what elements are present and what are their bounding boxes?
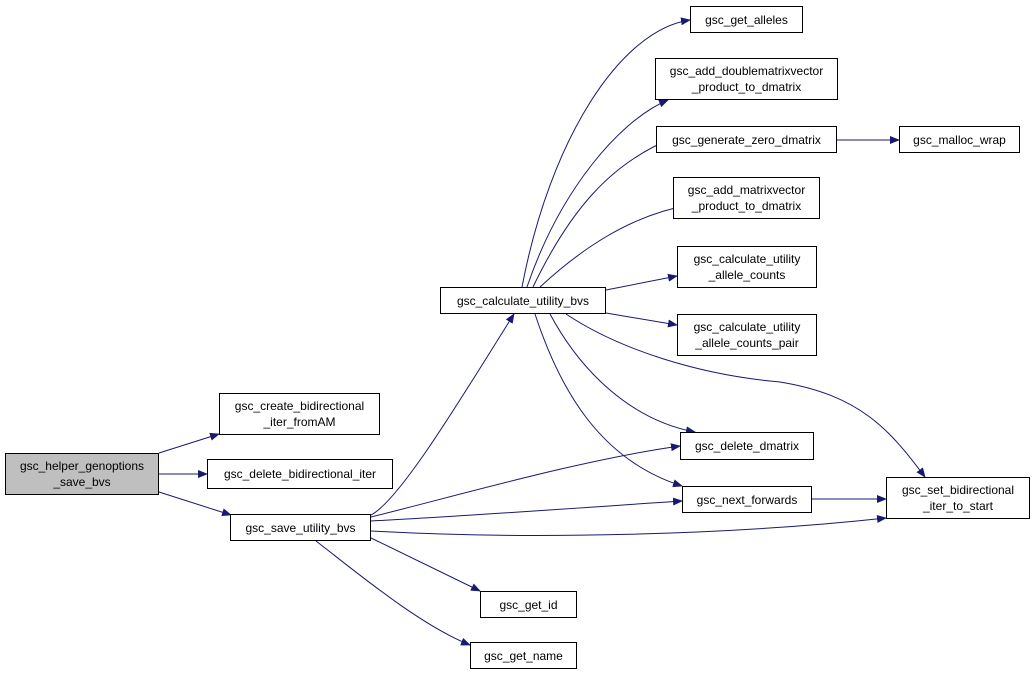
edge-root-to-save_utility bbox=[158, 491, 232, 517]
node-gsc-generate-zero-dmatrix[interactable]: gsc_generate_zero_dmatrix bbox=[656, 126, 837, 153]
node-gsc-get-name[interactable]: gsc_get_name bbox=[470, 642, 577, 669]
edge-save_utility-to-get_id bbox=[370, 537, 481, 592]
node-gsc-add-matrixvector-product-to-dmatrix[interactable]: gsc_add_matrixvector _product_to_dmatrix bbox=[673, 177, 820, 219]
edge-calc_utility-to-gen_zero bbox=[532, 139, 669, 288]
edge-save_utility-to-next_fwd bbox=[370, 497, 683, 522]
edge-save_utility-to-get_name bbox=[315, 540, 471, 646]
node-gsc-helper-genoptions-save-bvs: gsc_helper_genoptions _save_bvs bbox=[5, 453, 159, 495]
node-gsc-add-doublematrixvector-product-to-dmatrix[interactable]: gsc_add_doublematrixvector _product_to_d… bbox=[655, 58, 838, 100]
edge-save_utility-to-delete_dm bbox=[370, 443, 681, 518]
node-gsc-save-utility-bvs[interactable]: gsc_save_utility_bvs bbox=[230, 514, 371, 541]
node-gsc-calculate-utility-allele-counts-pair[interactable]: gsc_calculate_utility _allele_counts_pai… bbox=[677, 314, 817, 356]
node-gsc-delete-dmatrix[interactable]: gsc_delete_dmatrix bbox=[680, 432, 814, 460]
edge-calc_utility-to-add_mv bbox=[539, 202, 691, 288]
edge-calc_utility-to-calc_ac bbox=[605, 273, 678, 291]
edge-save_utility-to-set_bidir bbox=[370, 514, 887, 536]
node-gsc-get-id[interactable]: gsc_get_id bbox=[480, 591, 577, 618]
edge-calc_utility-to-next_fwd bbox=[534, 313, 683, 488]
edge-calc_utility-to-delete_dm bbox=[549, 313, 696, 435]
edge-calc_utility-to-add_dmv bbox=[526, 99, 669, 288]
node-gsc-delete-bidirectional-iter[interactable]: gsc_delete_bidirectional_iter bbox=[207, 459, 393, 489]
node-gsc-malloc-wrap[interactable]: gsc_malloc_wrap bbox=[899, 126, 1020, 153]
node-gsc-set-bidirectional-iter-to-start[interactable]: gsc_set_bidirectional _iter_to_start bbox=[886, 477, 1030, 519]
node-gsc-next-forwards[interactable]: gsc_next_forwards bbox=[682, 486, 812, 513]
edge-calc_utility-to-calc_acp bbox=[605, 312, 678, 328]
node-gsc-create-bidirectional-iter-fromam[interactable]: gsc_create_bidirectional _iter_fromAM bbox=[219, 393, 380, 435]
edge-calc_utility-to-get_alleles bbox=[521, 17, 691, 288]
node-gsc-get-alleles[interactable]: gsc_get_alleles bbox=[690, 6, 803, 33]
node-gsc-calculate-utility-allele-counts[interactable]: gsc_calculate_utility _allele_counts bbox=[677, 246, 817, 288]
node-gsc-calculate-utility-bvs[interactable]: gsc_calculate_utility_bvs bbox=[440, 287, 606, 314]
edge-calc_utility-to-set_bidir bbox=[565, 313, 926, 478]
edge-save_utility-to-calc_utility bbox=[370, 313, 515, 516]
edge-root-to-create_bidir bbox=[158, 432, 220, 454]
